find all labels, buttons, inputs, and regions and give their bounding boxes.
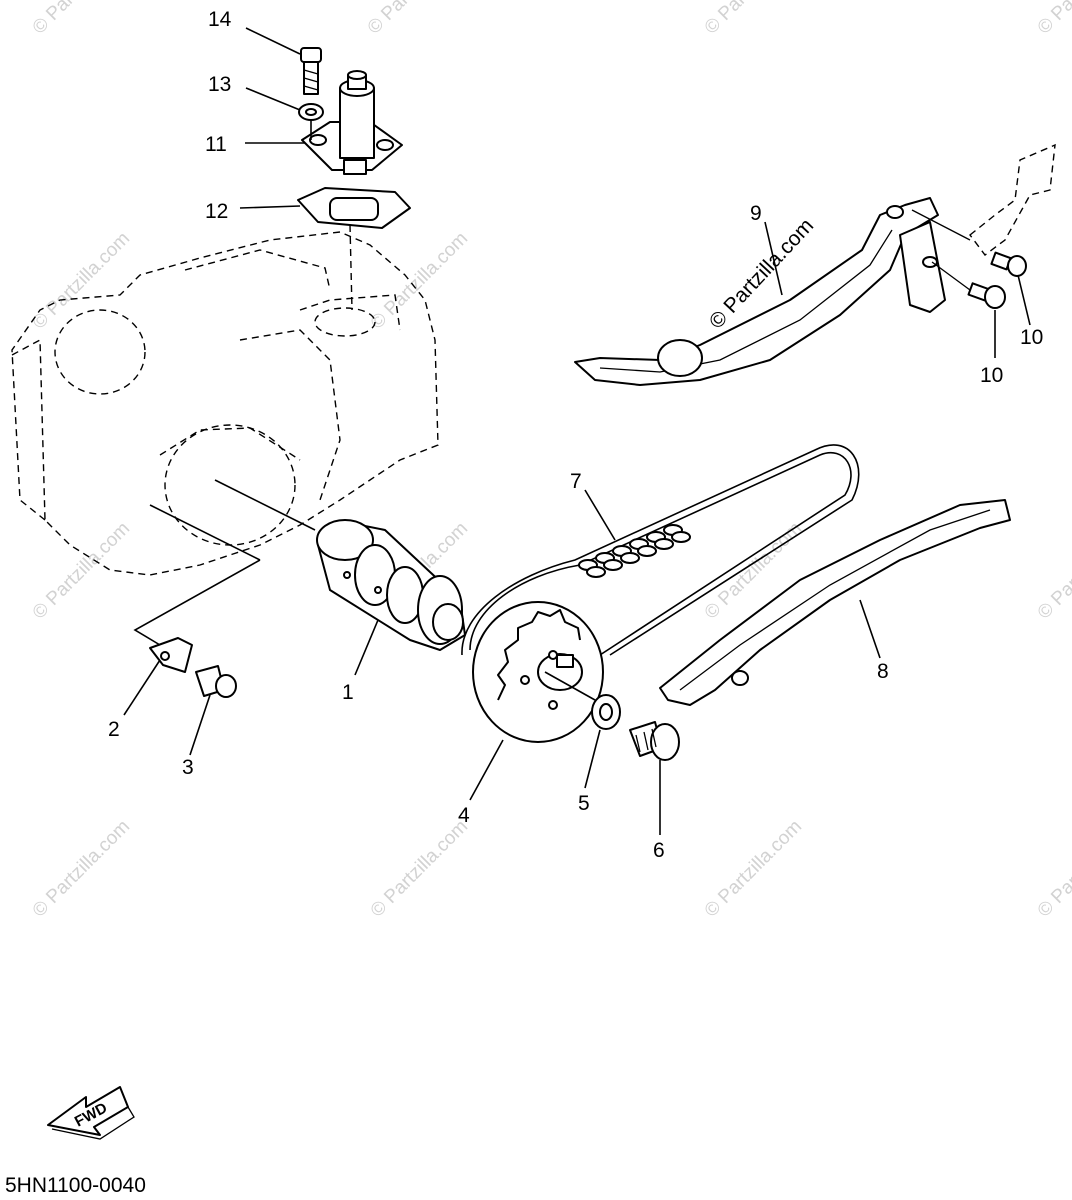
bolt-6	[629, 721, 680, 761]
watermark-text: © Partzilla.com	[701, 0, 806, 39]
gasket-12	[297, 187, 411, 229]
leader-lines	[123, 27, 1031, 835]
chain-guide-9	[574, 197, 946, 386]
watermark-layer: © Partzilla.com © Partzilla.com © Partzi…	[29, 0, 1072, 922]
cylinder-head-outline	[11, 224, 439, 576]
plate-2	[149, 637, 193, 673]
callout-labels: 14 13 11 12 9 10 10 7 8 1 2 3 4 5 6	[108, 8, 1043, 862]
callout-3: 3	[182, 756, 194, 779]
washer-5	[591, 694, 621, 730]
bolt-14	[300, 47, 322, 95]
callout-5: 5	[578, 792, 590, 815]
callout-8: 8	[877, 660, 889, 683]
chain-guide-8	[659, 499, 1011, 706]
watermark-text: © Partzilla.com	[29, 0, 134, 39]
watermark-text: © Partzilla.com	[367, 228, 472, 333]
callout-11: 11	[205, 133, 227, 156]
callout-7: 7	[570, 470, 582, 493]
watermark-text: © Partzilla.com	[1034, 518, 1072, 623]
callout-4: 4	[458, 804, 470, 827]
tensioner-11	[301, 70, 403, 175]
callout-2: 2	[108, 718, 120, 741]
washer-13	[298, 103, 324, 121]
camshaft-1	[316, 519, 466, 651]
callout-6: 6	[653, 839, 665, 862]
fwd-arrow-icon: FWD	[47, 1086, 135, 1140]
watermark-text: © Partzilla.com	[1034, 816, 1072, 921]
callout-13: 13	[208, 73, 231, 96]
watermark-text: © Partzilla.com	[364, 0, 469, 39]
watermark-text: © Partzilla.com	[1034, 0, 1072, 39]
callout-14: 14	[208, 8, 232, 31]
watermark-text: © Partzilla.com	[367, 816, 472, 921]
cam-chain-7	[461, 444, 860, 691]
watermark-text: © Partzilla.com	[29, 228, 134, 333]
watermark-text: © Partzilla.com	[29, 816, 134, 921]
bolt-10-upper	[990, 251, 1027, 277]
bracket-outline	[969, 143, 1056, 256]
callout-9: 9	[750, 202, 762, 225]
callout-12: 12	[205, 200, 228, 223]
leader-line	[931, 261, 971, 291]
bolt-3	[195, 665, 237, 698]
assembly-lines	[133, 120, 596, 701]
sprocket-4	[472, 601, 604, 743]
bolt-10-lower	[967, 282, 1006, 309]
callout-10-lower: 10	[980, 364, 1003, 387]
callout-10-upper: 10	[1020, 326, 1043, 349]
leader-line	[911, 209, 971, 241]
callout-1: 1	[342, 681, 354, 704]
diagram-code: 5HN1100-0040	[5, 1174, 146, 1197]
chain-links	[578, 524, 691, 578]
watermark-text: © Partzilla.com	[701, 816, 806, 921]
